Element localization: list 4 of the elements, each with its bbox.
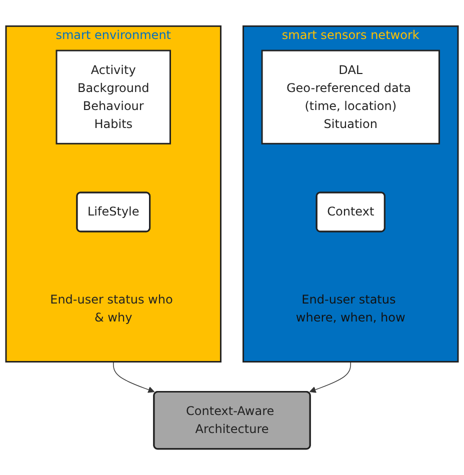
arrow (113, 361, 155, 393)
arrow (309, 361, 351, 393)
node-box: DAL Geo-referenced data (time, location) Situation (261, 50, 440, 144)
node-box: Activity Background Behaviour Habits (56, 50, 171, 144)
